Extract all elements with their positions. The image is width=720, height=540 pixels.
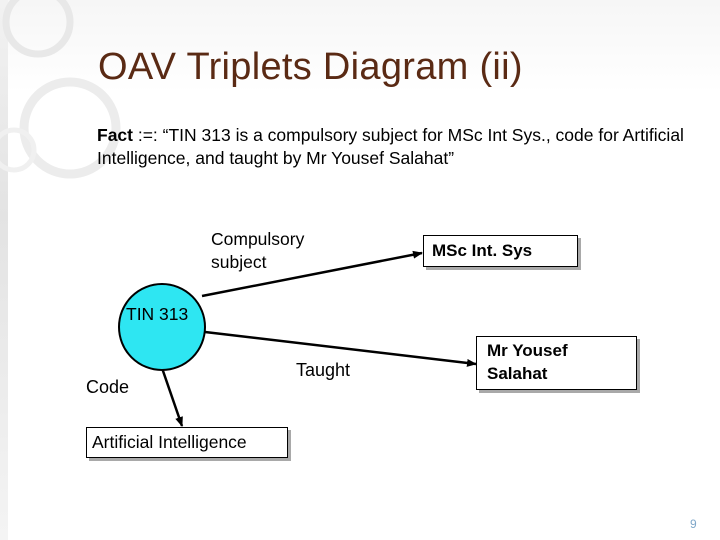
edge-code bbox=[160, 367, 184, 427]
value-msc-box: MSc Int. Sys bbox=[423, 235, 578, 267]
value-ai-label: Artificial Intelligence bbox=[92, 432, 247, 452]
attribute-code: Code bbox=[86, 377, 130, 397]
fact-text: :=: “TIN 313 is a compulsory subject for… bbox=[97, 125, 684, 168]
fact-paragraph: Fact :=: “TIN 313 is a compulsory subjec… bbox=[97, 124, 697, 170]
title-band bbox=[8, 0, 720, 92]
attribute-compulsory-line2: subject bbox=[211, 252, 267, 272]
object-node-circle bbox=[118, 283, 206, 371]
value-lecturer-box: Mr Yousef Salahat bbox=[476, 336, 637, 390]
value-lecturer-line2: Salahat bbox=[487, 364, 548, 383]
attribute-compulsory: Compulsory subject bbox=[211, 228, 304, 274]
value-ai-box: Artificial Intelligence bbox=[86, 427, 288, 458]
attribute-compulsory-line1: Compulsory bbox=[211, 229, 305, 249]
attribute-taught: Taught bbox=[296, 360, 351, 380]
edge-compulsory bbox=[201, 250, 423, 298]
fact-label: Fact bbox=[97, 125, 133, 145]
object-node-label: TIN 313 bbox=[126, 304, 189, 324]
value-msc-label: MSc Int. Sys bbox=[432, 241, 533, 260]
edge-taught bbox=[204, 330, 477, 367]
value-lecturer-line1: Mr Yousef bbox=[487, 341, 568, 360]
decorative-circles bbox=[0, 0, 121, 179]
left-decor-bar bbox=[0, 0, 8, 540]
page-number: 9 bbox=[690, 517, 697, 531]
slide-title: OAV Triplets Diagram (ii) bbox=[98, 46, 523, 88]
